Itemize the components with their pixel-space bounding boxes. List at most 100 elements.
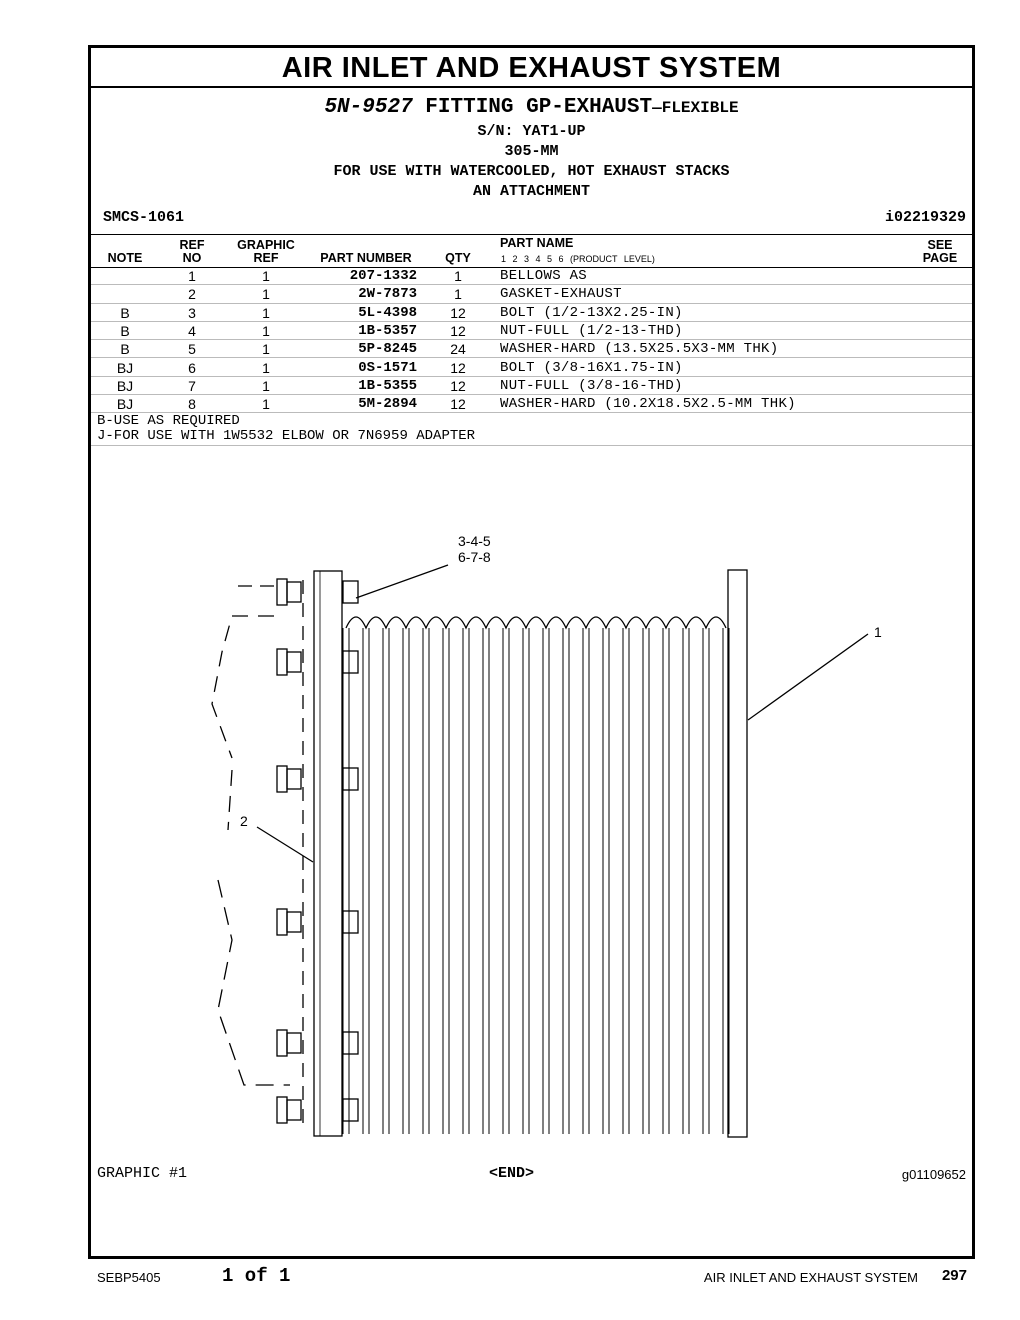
- page-of: 1 of 1: [222, 1265, 291, 1287]
- bolt-icon: [276, 1096, 359, 1124]
- smcs-code: SMCS-1061: [103, 209, 185, 226]
- end-marker: <END>: [489, 1165, 535, 1182]
- bolt-icon: [276, 578, 359, 606]
- row-ref: 6: [188, 359, 196, 376]
- col-graphic-top: GRAPHIC: [237, 238, 295, 252]
- row-qty: 12: [450, 359, 466, 376]
- col-part-number: PART NUMBER: [320, 251, 412, 265]
- row-qty: 1: [454, 286, 462, 303]
- col-ref-top: REF: [179, 238, 205, 252]
- col-see-top: SEE: [927, 238, 953, 252]
- callout-3-4-5: 3-4-5: [458, 533, 491, 549]
- bolt-assemblies: [276, 578, 359, 1124]
- row-qty: 12: [450, 396, 466, 413]
- row-part-number: 5M-2894: [358, 396, 417, 413]
- col-ref-bottom: NO: [182, 251, 202, 265]
- leader-3-8: [355, 564, 449, 599]
- col-qty: QTY: [445, 251, 471, 265]
- row-qty: 24: [450, 341, 466, 358]
- bolt-icon: [276, 908, 359, 936]
- row-graphic-ref: 1: [262, 322, 270, 339]
- table-row: 1 1 207-1332 1 BELLOWS AS: [91, 267, 972, 286]
- row-ref: 2: [188, 286, 196, 303]
- row-part-number: 1B-5355: [358, 377, 417, 394]
- row-ref: 1: [188, 268, 196, 284]
- leader-1: [747, 633, 869, 721]
- serial-number: S/N: YAT1-UP: [477, 123, 586, 140]
- graphic-id: g01109652: [901, 1167, 966, 1182]
- row-part-name: NUT-FULL (3/8-16-THD): [500, 377, 683, 394]
- row-qty: 12: [450, 304, 466, 321]
- row-note: BJ: [116, 359, 134, 376]
- right-flange: [727, 569, 748, 1138]
- row-part-number: 2W-7873: [358, 286, 417, 303]
- row-part-name: NUT-FULL (1/2-13-THD): [500, 322, 683, 339]
- row-note: B: [120, 322, 130, 339]
- row-qty: 12: [450, 377, 466, 394]
- group-suffix: —FLEXIBLE: [652, 99, 739, 117]
- row-part-number: 1B-5357: [358, 322, 417, 339]
- bolt-icon: [276, 648, 359, 676]
- bolt-icon: [276, 1029, 359, 1057]
- group-part-number: 5N-9527: [324, 96, 413, 119]
- footnote-j: J-FOR USE WITH 1W5532 ELBOW OR 7N6959 AD…: [97, 428, 476, 444]
- row-part-number: 5L-4398: [358, 304, 417, 321]
- col-part-name: PART NAME: [500, 236, 574, 250]
- table-row: BJ 8 1 5M-2894 12 WASHER-HARD (10.2X18.5…: [91, 395, 972, 414]
- bellows-convolutions: [345, 616, 727, 630]
- usage-line: FOR USE WITH WATERCOOLED, HOT EXHAUST ST…: [333, 163, 730, 180]
- section-title: AIR INLET AND EXHAUST SYSTEM: [281, 52, 782, 84]
- footer-section: AIR INLET AND EXHAUST SYSTEM: [703, 1270, 918, 1285]
- callout-6-7-8: 6-7-8: [458, 549, 491, 565]
- col-see-bottom: PAGE: [922, 251, 958, 265]
- footnotes: B-USE AS REQUIRED J-FOR USE WITH 1W5532 …: [97, 414, 475, 444]
- row-part-name: BOLT (1/2-13X2.25-IN): [500, 304, 683, 321]
- illustration-id: i02219329: [884, 209, 966, 226]
- row-part-name: BELLOWS AS: [500, 268, 588, 284]
- row-part-number: 0S-1571: [358, 359, 417, 376]
- attachment-line: AN ATTACHMENT: [472, 183, 591, 200]
- row-graphic-ref: 1: [262, 377, 270, 394]
- row-note: B: [120, 304, 130, 321]
- table-row: 2 1 2W-7873 1 GASKET-EXHAUST: [91, 285, 972, 304]
- row-part-name: BOLT (3/8-16X1.75-IN): [500, 359, 683, 376]
- col-note: NOTE: [107, 251, 143, 265]
- row-part-name: WASHER-HARD (10.2X18.5X2.5-MM THK): [500, 396, 796, 413]
- row-graphic-ref: 1: [262, 304, 270, 321]
- bolt-icon: [276, 765, 359, 793]
- row-ref: 3: [188, 304, 196, 321]
- row-graphic-ref: 1: [262, 341, 270, 358]
- group-name: FITTING GP-EXHAUST: [425, 96, 653, 119]
- bellows-tubes: [342, 616, 730, 1134]
- size-line: 305-MM: [504, 143, 559, 160]
- row-note: BJ: [116, 396, 134, 413]
- row-graphic-ref: 1: [262, 359, 270, 376]
- row-ref: 8: [188, 396, 196, 413]
- graphic-label: GRAPHIC #1: [97, 1165, 188, 1182]
- row-note: B: [120, 341, 130, 358]
- row-qty: 1: [454, 268, 462, 284]
- footnote-b: B-USE AS REQUIRED: [97, 413, 240, 429]
- row-graphic-ref: 1: [262, 268, 270, 284]
- callout-2: 2: [240, 813, 248, 829]
- row-ref: 5: [188, 341, 196, 358]
- col-graphic-bottom: REF: [253, 251, 279, 265]
- row-note: BJ: [116, 377, 134, 394]
- title-divider: [91, 86, 972, 88]
- header-divider: [91, 234, 972, 235]
- left-flange: [313, 570, 343, 1137]
- row-qty: 12: [450, 322, 466, 339]
- row-ref: 4: [188, 322, 196, 339]
- row-ref: 7: [188, 377, 196, 394]
- row-part-name: GASKET-EXHAUST: [500, 286, 622, 303]
- table-row: B 3 1 5L-4398 12 BOLT (1/2-13X2.25-IN): [91, 304, 972, 322]
- document-number: SEBP5405: [97, 1270, 161, 1285]
- table-row: B 4 1 1B-5357 12 NUT-FULL (1/2-13-THD): [91, 322, 972, 341]
- row-graphic-ref: 1: [262, 286, 270, 303]
- table-row: BJ 7 1 1B-5355 12 NUT-FULL (3/8-16-THD): [91, 377, 972, 396]
- row-part-number: 5P-8245: [358, 341, 417, 358]
- product-levels: 1 2 3 4 5 6 (PRODUCT LEVEL): [501, 254, 655, 264]
- table-row: BJ 6 1 0S-1571 12 BOLT (3/8-16X1.75-IN): [91, 359, 972, 377]
- page-number: 297: [941, 1267, 967, 1284]
